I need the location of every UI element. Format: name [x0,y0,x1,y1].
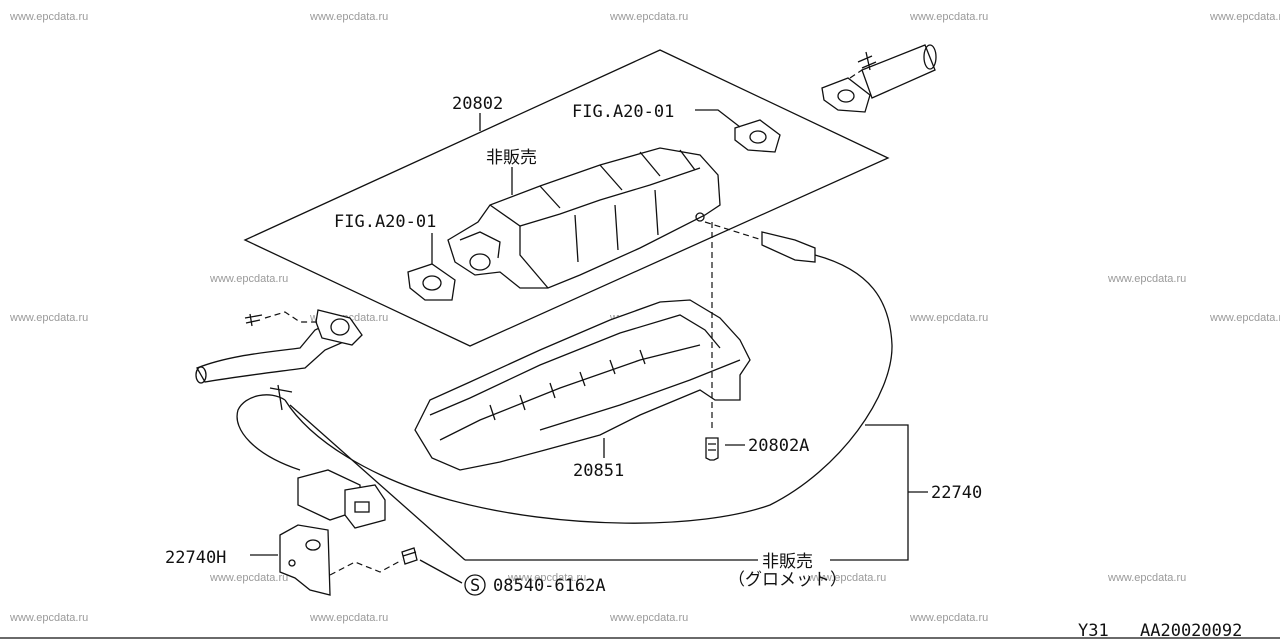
label-20802a: 20802A [748,436,809,456]
label-08540: 08540-6162A [493,576,606,596]
footer-model: Y31 [1078,621,1109,640]
footer-code: AA20020092 [1140,621,1242,640]
watermark: www.epcdata.ru [807,572,886,584]
watermark: www.epcdata.ru [909,612,988,624]
label-20802: 20802 [452,94,503,114]
watermark: www.epcdata.ru [1107,273,1186,285]
watermark: www.epcdata.ru [1107,572,1186,584]
heat-shield [414,299,751,471]
label-fig-upper: FIG.A20-01 [572,102,674,122]
leader-fig-upper [695,109,741,128]
sensor-bracket [279,524,331,596]
front-pipe [195,309,363,384]
watermark: www.epcdata.ru [9,11,88,23]
label-22740: 22740 [931,483,982,503]
watermark: www.epcdata.ru [309,612,388,624]
watermark: www.epcdata.ru [9,312,88,324]
watermark: www.epcdata.ru [507,572,586,584]
bolt-20802a [705,222,719,461]
label-grommet: （グロメット） [728,570,847,590]
label-fig-lower: FIG.A20-01 [334,212,436,232]
callout-bracket-22740 [830,424,909,561]
watermark: www.epcdata.ru [609,612,688,624]
kit-outline-box [243,49,890,347]
watermark: www.epcdata.ru [9,612,88,624]
screw-symbol-circle [464,574,486,596]
watermark: www.epcdata.ru [609,11,688,23]
rear-pipe [821,44,937,113]
screw-08540 [329,547,418,576]
watermark: www.epcdata.ru [909,11,988,23]
sensor-connector [269,384,386,529]
leader-08540 [419,559,463,584]
label-20851: 20851 [573,461,624,481]
gasket-lower [407,263,456,301]
catalytic-converter [447,147,721,289]
watermark: www.epcdata.ru [209,572,288,584]
label-not-sold-grommet: 非販売 [762,552,813,572]
screw-symbol: S [470,576,480,596]
watermark: www.epcdata.ru [1209,11,1280,23]
label-not-sold-converter: 非販売 [486,148,537,168]
watermark: www.epcdata.ru [909,312,988,324]
watermark: www.epcdata.ru [309,11,388,23]
leader-grommet-bend [289,404,466,561]
screw-label-group: S 08540-6162A [464,574,606,596]
gasket-upper [734,119,781,153]
watermark: www.epcdata.ru [209,273,288,285]
label-22740h: 22740H [165,548,226,568]
oxygen-sensor [236,221,893,524]
watermark: www.epcdata.ru [1209,312,1280,324]
